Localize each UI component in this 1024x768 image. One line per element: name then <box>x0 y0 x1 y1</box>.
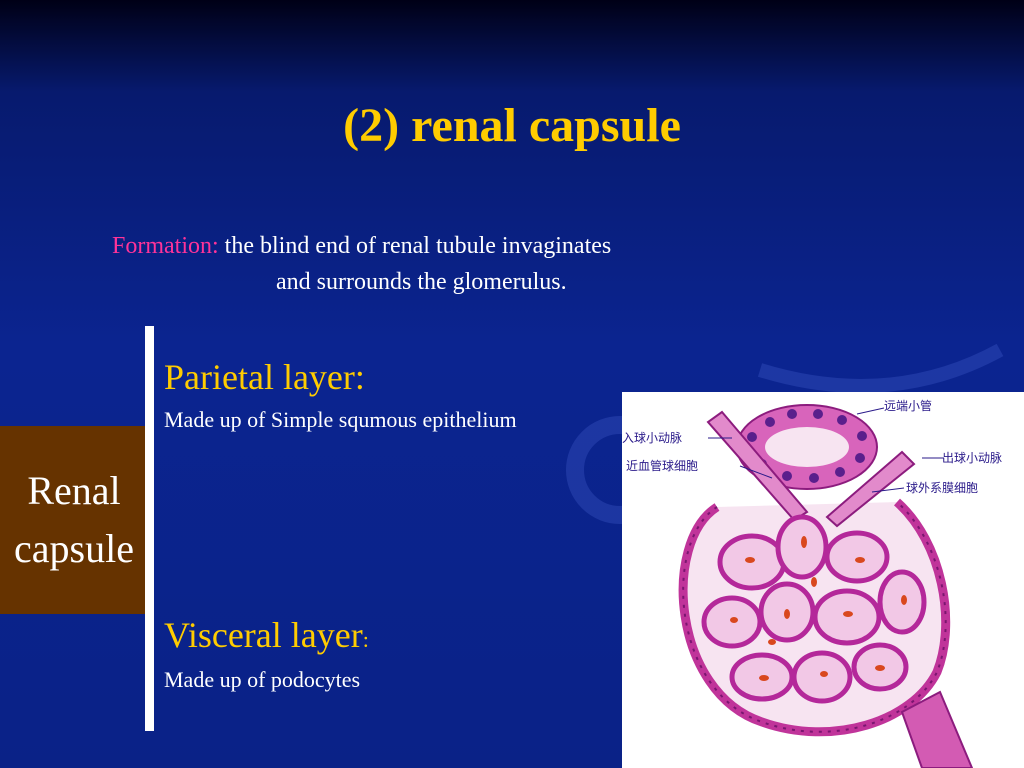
formation-text: Formation: the blind end of renal tubule… <box>112 228 842 300</box>
formation-line-1: the blind end of renal tubule invaginate… <box>224 233 612 259</box>
parietal-layer-description: Made up of Simple squmous epithelium <box>164 407 517 432</box>
label-afferent-arteriole: 入球小动脉 <box>622 430 682 445</box>
parietal-layer-heading: Parietal layer: <box>164 357 365 397</box>
renal-capsule-box <box>0 426 146 614</box>
renal-capsule-label: Renal capsule <box>0 462 148 578</box>
label-juxtaglomerular-cells: 近血管球细胞 <box>626 458 698 473</box>
label-distal-tubule: 远端小管 <box>884 398 932 413</box>
formation-line-2: and surrounds the glomerulus. <box>276 269 567 295</box>
bracket-bar <box>145 326 154 731</box>
visceral-layer-heading-text: Visceral layer <box>164 615 363 655</box>
slide-title: (2) renal capsule <box>343 99 681 152</box>
visceral-layer-description: Made up of podocytes <box>164 667 361 692</box>
renal-capsule-line-2: capsule <box>14 526 134 571</box>
label-efferent-arteriole: 出球小动脉 <box>942 450 1002 465</box>
glomerulus-histology-diagram: 远端小管 入球小动脉 近血管球细胞 出球小动脉 球外系膜细胞 <box>622 392 1024 768</box>
visceral-layer-colon: : <box>362 627 369 652</box>
formation-label: Formation: <box>112 233 219 259</box>
visceral-layer-heading: Visceral layer: <box>164 614 369 661</box>
label-extraglomerular-mesangial: 球外系膜细胞 <box>906 481 978 495</box>
renal-capsule-line-1: Renal <box>27 468 121 513</box>
glomerulus-illustration: 远端小管 入球小动脉 近血管球细胞 出球小动脉 球外系膜细胞 <box>622 398 1002 768</box>
